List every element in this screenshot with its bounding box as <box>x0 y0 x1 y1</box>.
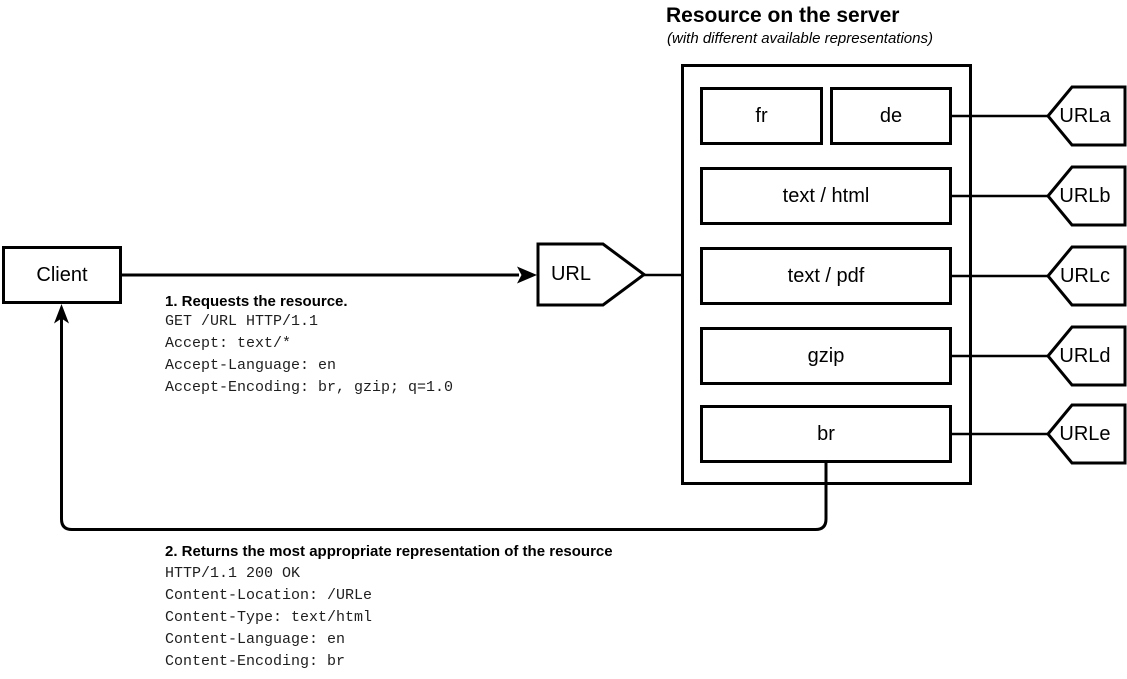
url-tag-label-urld: URLd <box>1059 344 1111 367</box>
response-header-line: Content-Encoding: br <box>165 653 346 670</box>
request-header-line: Accept: text/* <box>165 335 292 352</box>
url-tag-label-urle: URLe <box>1059 422 1111 445</box>
representation-label: de <box>879 105 903 127</box>
response-header-line: Content-Type: text/html <box>165 609 373 626</box>
representation-label: text / pdf <box>787 265 865 287</box>
response-header-line: Content-Language: en <box>165 631 346 648</box>
url-tag-label-urla: URLa <box>1059 104 1111 127</box>
url-node-label: URL <box>550 263 591 285</box>
request-step-heading: 1. Requests the resource. <box>165 293 348 310</box>
response-header-line: Content-Location: /URLe <box>165 587 373 604</box>
url-tag-label-urlc: URLc <box>1059 264 1110 287</box>
response-header-line: HTTP/1.1 200 OK <box>165 565 301 582</box>
representation-box-fr: fr <box>700 87 823 145</box>
representation-label: fr <box>755 105 768 127</box>
request-headers-block: GET /URL HTTP/1.1 Accept: text/* Accept-… <box>165 311 453 399</box>
url-tag-label-urlb: URLb <box>1059 184 1111 207</box>
representation-box-text-html: text / html <box>700 167 952 225</box>
request-header-line: GET /URL HTTP/1.1 <box>165 313 319 330</box>
request-header-line: Accept-Encoding: br, gzip; q=1.0 <box>165 379 454 396</box>
representation-box-text-pdf: text / pdf <box>700 247 952 305</box>
diagram-subtitle: (with different available representation… <box>667 30 933 47</box>
request-header-line: Accept-Language: en <box>165 357 337 374</box>
representation-label: text / html <box>782 185 870 207</box>
diagram-title: Resource on the server <box>666 4 900 27</box>
client-label: Client <box>36 264 88 286</box>
client-box: Client <box>2 246 122 304</box>
response-headers-block: HTTP/1.1 200 OK Content-Location: /URLe … <box>165 563 372 673</box>
response-step-heading: 2. Returns the most appropriate represen… <box>165 543 613 560</box>
representation-box-de: de <box>830 87 952 145</box>
